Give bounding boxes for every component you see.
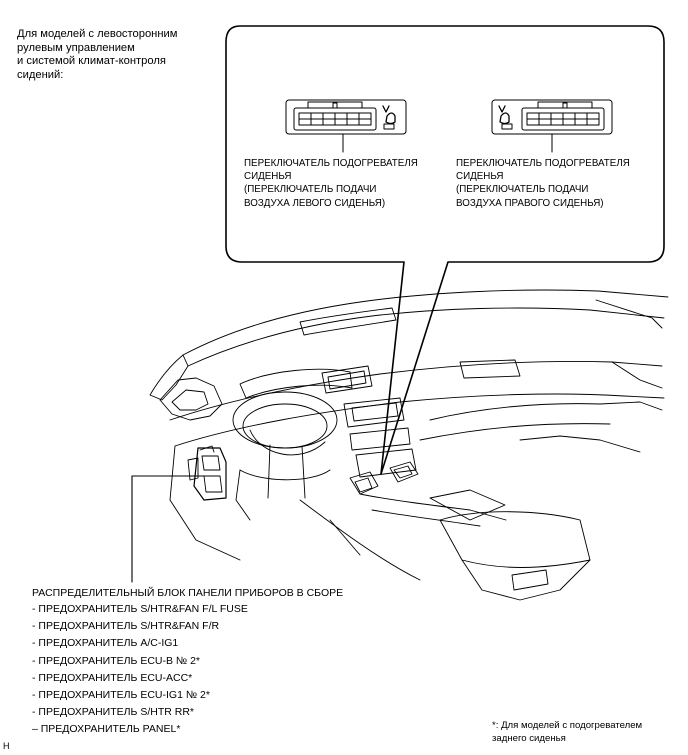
list-item: - ПРЕДОХРАНИТЕЛЬ ECU-B № 2*	[32, 654, 201, 667]
list-item: - ПРЕДОХРАНИТЕЛЬ S/HTR&FAN F/R	[32, 620, 220, 633]
list-item: - ПРЕДОХРАНИТЕЛЬ S/HTR RR*	[32, 706, 194, 719]
left-switch-label: ПЕРЕКЛЮЧАТЕЛЬ ПОДОГРЕВАТЕЛЯ СИДЕНЬЯ (ПЕР…	[244, 158, 418, 209]
list-item: - ПРЕДОХРАНИТЕЛЬ ECU-IG1 № 2*	[32, 689, 210, 702]
footnote: *: Для моделей с подогревателем заднего …	[492, 720, 643, 744]
junction-block	[187, 445, 227, 501]
fuse-list: - ПРЕДОХРАНИТЕЛЬ S/HTR&FAN F/L FUSE - ПР…	[32, 601, 362, 739]
list-item: – ПРЕДОХРАНИТЕЛЬ PANEL*	[32, 723, 181, 736]
right-seat-heater-switch	[491, 99, 613, 153]
callout-bubble	[225, 25, 665, 475]
corner-mark: H	[3, 741, 10, 751]
list-item: - ПРЕДОХРАНИТЕЛЬ S/HTR&FAN F/L FUSE	[32, 603, 248, 615]
right-switch-label: ПЕРЕКЛЮЧАТЕЛЬ ПОДОГРЕВАТЕЛЯ СИДЕНЬЯ (ПЕР…	[456, 158, 630, 209]
instrument-panel-drawing	[149, 289, 669, 601]
model-note: Для моделей с левосторонним рулевым упра…	[17, 28, 178, 81]
left-seat-heater-switch	[285, 99, 407, 153]
list-item: - ПРЕДОХРАНИТЕЛЬ ECU-ACC*	[32, 671, 193, 684]
list-item: - ПРЕДОХРАНИТЕЛЬ A/C-IG1	[32, 637, 179, 650]
junction-block-title: РАСПРЕДЕЛИТЕЛЬНЫЙ БЛОК ПАНЕЛИ ПРИБОРОВ В…	[32, 587, 344, 599]
junction-block-leader	[131, 475, 205, 583]
